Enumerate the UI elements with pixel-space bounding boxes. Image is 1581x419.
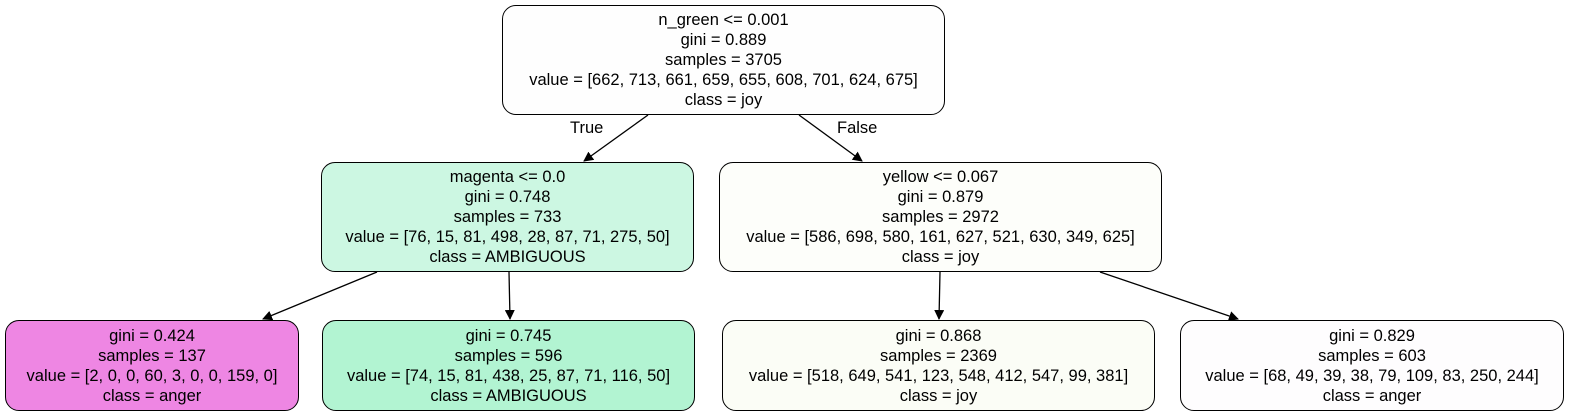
node-samples: samples = 733 [453, 208, 562, 226]
node-gini: gini = 0.829 [1329, 326, 1415, 345]
node-condition: yellow <= 0.067 [882, 168, 999, 186]
node-value: value = [662, 713, 661, 659, 655, 608, 7… [529, 71, 918, 89]
node-gini: gini = 0.868 [895, 326, 982, 345]
node-value: value = [74, 15, 81, 438, 25, 87, 71, 11… [346, 366, 671, 385]
edge-label-false: False [837, 119, 878, 137]
node-class: class = joy [901, 248, 980, 266]
node-value: value = [518, 649, 541, 123, 548, 412, 5… [748, 366, 1129, 385]
edge-root-right [798, 114, 863, 162]
tree-node-left: magenta <= 0.0 gini = 0.748 samples = 73… [321, 162, 694, 272]
node-gini: gini = 0.889 [680, 31, 767, 49]
node-samples: samples = 603 [1318, 346, 1426, 365]
node-samples: samples = 2972 [882, 208, 999, 226]
node-class: class = anger [102, 386, 202, 405]
tree-leaf-lr: gini = 0.745 samples = 596 value = [74, … [322, 320, 695, 411]
tree-node-root: n_green <= 0.001 gini = 0.889 samples = … [502, 5, 945, 115]
node-condition: n_green <= 0.001 [658, 11, 789, 29]
node-samples: samples = 3705 [665, 51, 782, 69]
node-class: class = joy [684, 91, 763, 109]
edge-left-ll [262, 271, 378, 321]
node-value: value = [68, 49, 39, 38, 79, 109, 83, 25… [1205, 366, 1539, 385]
tree-leaf-ll: gini = 0.424 samples = 137 value = [2, 0… [5, 320, 299, 411]
node-value: value = [2, 0, 0, 60, 3, 0, 0, 159, 0] [26, 366, 278, 385]
edge-root-left [583, 114, 649, 162]
edge-left-lr [504, 271, 515, 320]
node-samples: samples = 596 [454, 346, 563, 365]
node-samples: samples = 2369 [880, 346, 997, 365]
node-samples: samples = 137 [98, 346, 206, 365]
tree-leaf-rr: gini = 0.829 samples = 603 value = [68, … [1180, 320, 1564, 411]
node-condition: magenta <= 0.0 [449, 168, 566, 186]
node-gini: gini = 0.748 [464, 188, 551, 206]
edge-label-true: True [570, 119, 604, 137]
node-class: class = AMBIGUOUS [429, 248, 586, 266]
node-gini: gini = 0.745 [465, 326, 552, 345]
node-class: class = anger [1322, 386, 1422, 405]
node-class: class = AMBIGUOUS [430, 386, 587, 405]
tree-node-right: yellow <= 0.067 gini = 0.879 samples = 2… [719, 162, 1162, 272]
node-gini: gini = 0.424 [109, 326, 195, 345]
edge-right-rr [1099, 271, 1239, 321]
node-value: value = [586, 698, 580, 161, 627, 521, 6… [746, 228, 1135, 246]
node-class: class = joy [899, 386, 978, 405]
tree-leaf-rl: gini = 0.868 samples = 2369 value = [518… [722, 320, 1155, 411]
node-gini: gini = 0.879 [897, 188, 984, 206]
edge-right-rl [934, 271, 945, 320]
node-value: value = [76, 15, 81, 498, 28, 87, 71, 27… [345, 228, 670, 246]
